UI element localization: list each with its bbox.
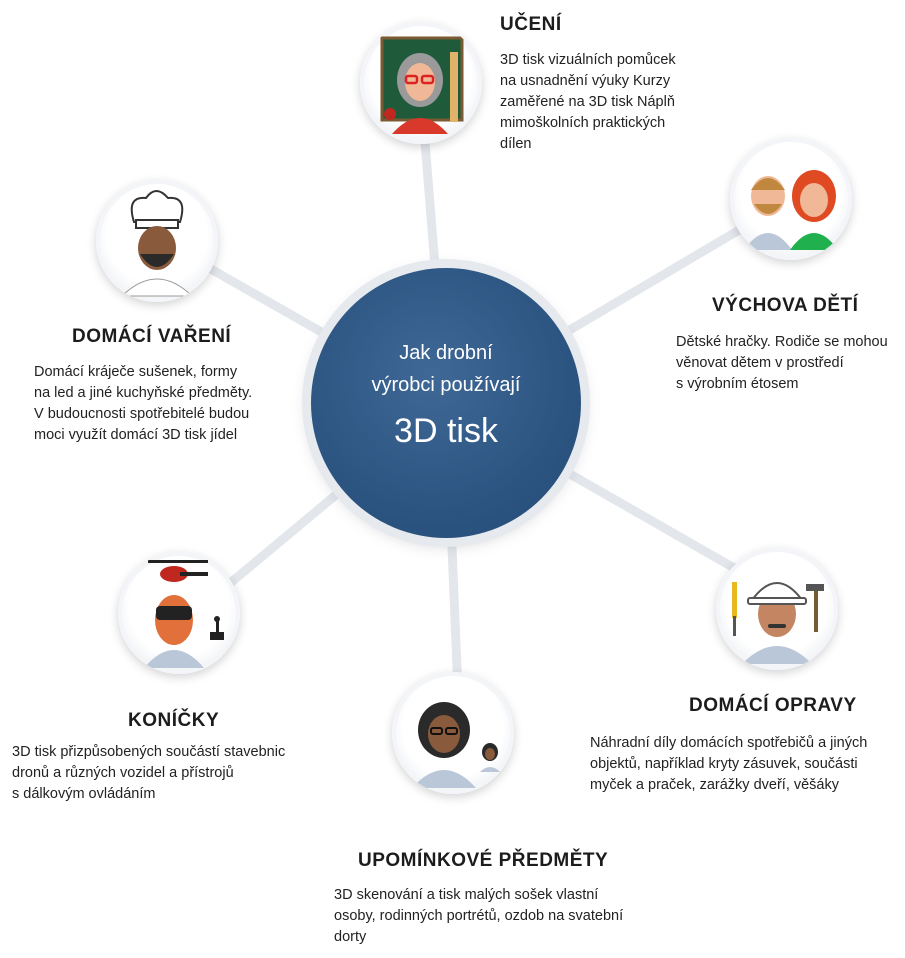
desc-opravy-line: objektů, například kryty zásuvek, součás… (590, 756, 858, 772)
desc-vareni: Domácí kráječe sušenek, formy na led a j… (34, 362, 252, 446)
node-upominky (392, 672, 514, 794)
title-opravy: DOMÁCÍ OPRAVY (689, 695, 857, 716)
desc-uceni-line: na usnadnění výuky Kurzy (500, 73, 671, 89)
node-vychova (730, 138, 852, 260)
teacher-icon (380, 36, 464, 134)
figurine-icon (412, 702, 500, 788)
chef-icon (120, 190, 194, 297)
repairman-icon (732, 582, 824, 664)
center-line-1: Jak drobní (399, 342, 493, 364)
desc-upominky-line: dorty (334, 929, 367, 945)
node-opravy (716, 548, 838, 670)
center-line-2: výrobci používají (371, 374, 521, 396)
desc-konicky-line: s dálkovým ovládáním (12, 786, 156, 802)
desc-uceni: 3D tisk vizuálních pomůcek na usnadnění … (500, 50, 676, 155)
desc-konicky-line: 3D tisk přizpůsobených součástí stavebni… (12, 744, 286, 760)
desc-uceni-line: mimoškolních praktických (500, 115, 666, 131)
desc-upominky: 3D skenování a tisk malých sošek vlastní… (334, 885, 623, 948)
desc-opravy-line: myček a praček, zarážky dveří, věšáky (590, 777, 839, 793)
desc-vareni-line: V budoucnosti spotřebitelé budou (34, 406, 250, 422)
center-title: 3D tisk (394, 412, 498, 450)
desc-vychova: Dětské hračky. Rodiče se mohou věnovat d… (676, 332, 888, 395)
title-uceni: UČENÍ (500, 14, 562, 35)
title-vychova: VÝCHOVA DĚTÍ (712, 295, 859, 316)
desc-konicky-line: dronů a různých vozidel a přístrojů (12, 765, 234, 781)
center-hub: Jak drobní výrobci používají 3D tisk (311, 268, 581, 538)
title-upominky: UPOMÍNKOVÉ PŘEDMĚTY (358, 850, 609, 871)
desc-vychova-line: s výrobním étosem (676, 376, 799, 392)
desc-vareni-line: Domácí kráječe sušenek, formy (34, 364, 238, 380)
desc-upominky-line: osoby, rodinných portrétů, ozdob na svat… (334, 908, 624, 924)
desc-vychova-line: Dětské hračky. Rodiče se mohou (676, 334, 888, 350)
node-vareni (96, 180, 218, 302)
desc-uceni-line: 3D tisk vizuálních pomůcek (500, 52, 676, 68)
node-uceni (360, 22, 482, 144)
title-vareni: DOMÁCÍ VAŘENÍ (72, 326, 232, 347)
desc-uceni-line: dílen (500, 136, 532, 152)
desc-upominky-line: 3D skenování a tisk malých sošek vlastní (334, 887, 599, 903)
desc-vareni-line: na led a jiné kuchyňské předměty. (34, 385, 253, 401)
node-konicky (118, 552, 240, 674)
desc-vychova-line: věnovat dětem v prostředí (676, 355, 844, 371)
hobby-icon (144, 560, 224, 668)
desc-uceni-line: zaměřené na 3D tisk Náplň (500, 94, 675, 110)
desc-konicky: 3D tisk přizpůsobených součástí stavebni… (12, 742, 285, 805)
desc-opravy: Náhradní díly domácích spotřebičů a jiný… (590, 733, 867, 796)
desc-opravy-line: Náhradní díly domácích spotřebičů a jiný… (590, 735, 868, 751)
desc-vareni-line: moci využít domácí 3D tisk jídel (34, 427, 238, 443)
title-konicky: KONÍČKY (128, 710, 220, 731)
parents-icon (744, 170, 838, 250)
